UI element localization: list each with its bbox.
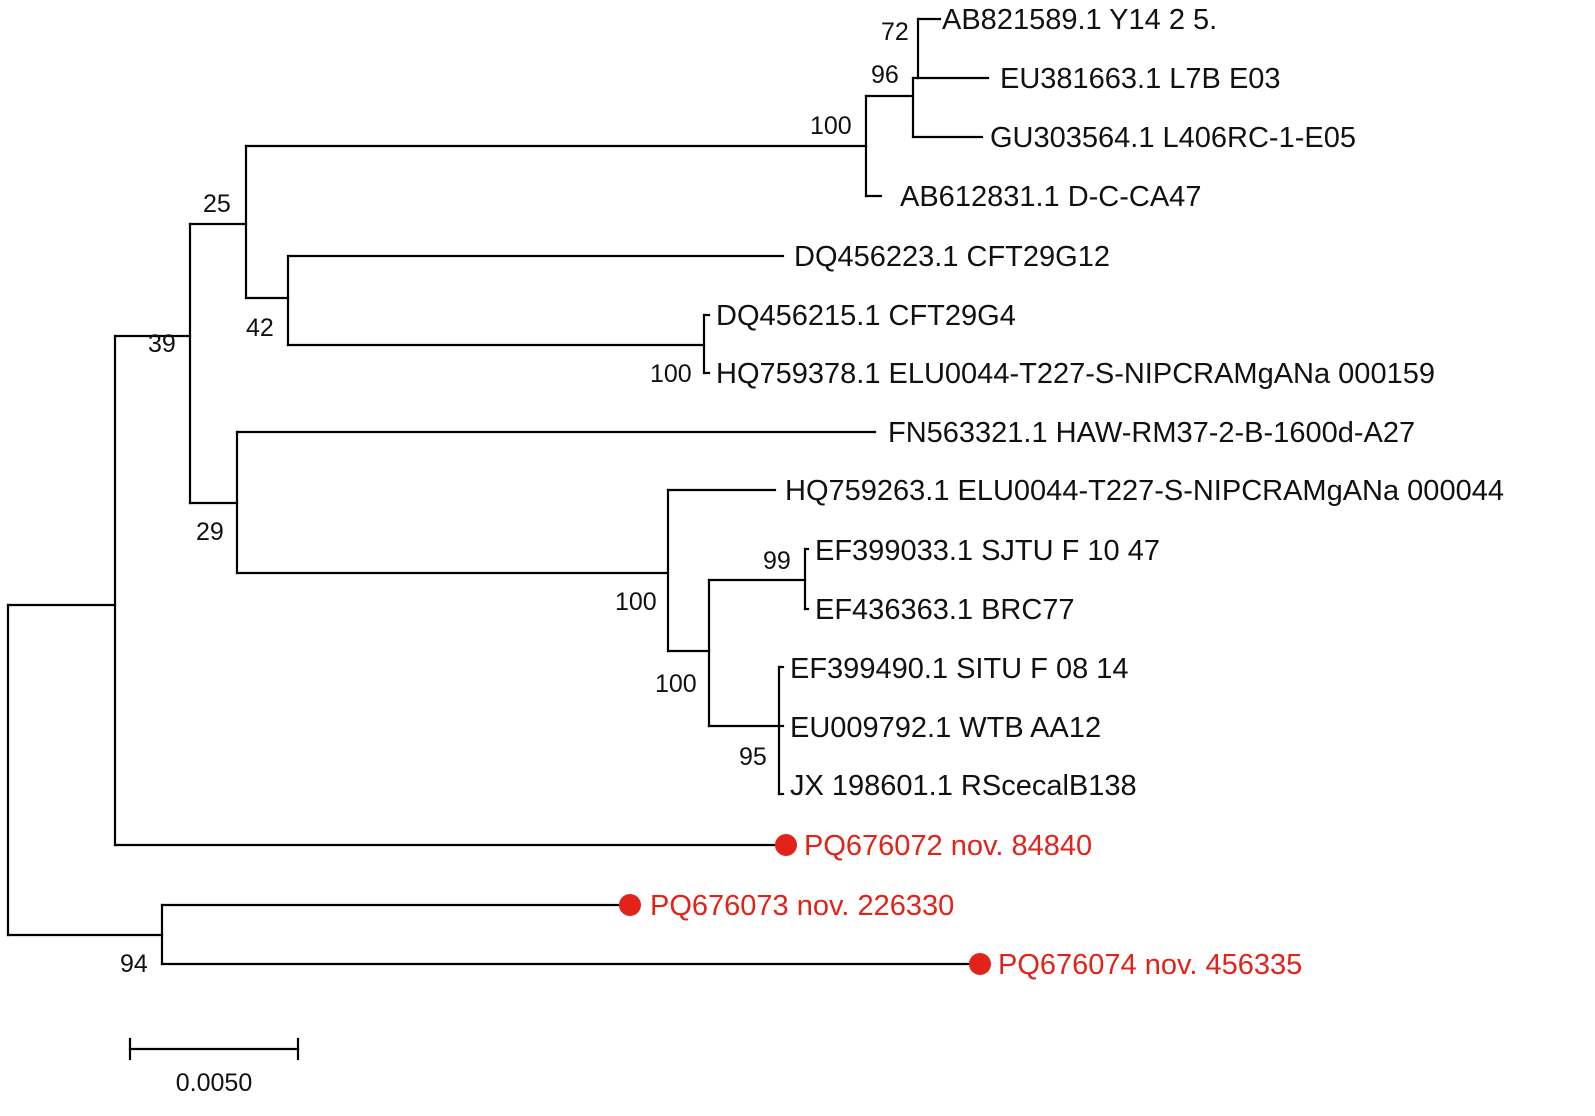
novel-taxon-marker bbox=[619, 894, 641, 916]
taxon-label: EF399033.1 SJTU F 10 47 bbox=[815, 535, 1160, 567]
bootstrap-value: 100 bbox=[655, 670, 697, 698]
bootstrap-value: 100 bbox=[810, 112, 852, 140]
bootstrap-value: 100 bbox=[615, 588, 657, 616]
novel-taxon-markers bbox=[619, 834, 991, 975]
taxon-labels: AB821589.1 Y14 2 5. EU381663.1 L7B E03 G… bbox=[650, 4, 1504, 981]
bootstrap-value: 100 bbox=[650, 360, 692, 388]
taxon-label: GU303564.1 L406RC-1-E05 bbox=[990, 122, 1356, 154]
taxon-label: EU381663.1 L7B E03 bbox=[1000, 63, 1281, 95]
taxon-label: HQ759263.1 ELU0044-T227-S-NIPCRAMgANa 00… bbox=[785, 475, 1504, 507]
taxon-label: HQ759378.1 ELU0044-T227-S-NIPCRAMgANa 00… bbox=[716, 358, 1435, 390]
bootstrap-value: 99 bbox=[763, 547, 791, 575]
bootstrap-value: 72 bbox=[881, 18, 909, 46]
novel-taxon-label: PQ676073 nov. 226330 bbox=[650, 890, 954, 922]
taxon-label: EF399490.1 SITU F 08 14 bbox=[790, 653, 1129, 685]
tree-branches bbox=[6, 17, 990, 966]
taxon-label: AB612831.1 D-C-CA47 bbox=[900, 181, 1201, 213]
bootstrap-value: 42 bbox=[246, 314, 274, 342]
bootstrap-value: 25 bbox=[203, 190, 231, 218]
taxon-label: EF436363.1 BRC77 bbox=[815, 594, 1075, 626]
taxon-label: AB821589.1 Y14 2 5. bbox=[942, 4, 1217, 36]
bootstrap-value: 95 bbox=[739, 743, 767, 771]
bootstrap-value: 96 bbox=[871, 61, 899, 89]
scale-bar-label: 0.0050 bbox=[176, 1069, 252, 1097]
novel-taxon-label: PQ676072 nov. 84840 bbox=[804, 830, 1092, 862]
bootstrap-value: 29 bbox=[196, 518, 224, 546]
taxon-label: DQ456215.1 CFT29G4 bbox=[716, 300, 1016, 332]
scale-bar: 0.0050 bbox=[128, 1037, 300, 1097]
bootstrap-values: 72 96 100 25 42 100 39 29 100 99 100 95 … bbox=[120, 18, 909, 978]
novel-taxon-marker bbox=[969, 953, 991, 975]
taxon-label: FN563321.1 HAW-RM37-2-B-1600d-A27 bbox=[888, 417, 1415, 449]
taxon-label: EU009792.1 WTB AA12 bbox=[790, 712, 1101, 744]
taxon-label: DQ456223.1 CFT29G12 bbox=[794, 241, 1110, 273]
bootstrap-value: 39 bbox=[148, 330, 176, 358]
bootstrap-value: 94 bbox=[120, 950, 148, 978]
novel-taxon-marker bbox=[775, 834, 797, 856]
novel-taxon-label: PQ676074 nov. 456335 bbox=[998, 949, 1302, 981]
taxon-label: JX 198601.1 RScecalB138 bbox=[790, 770, 1137, 802]
